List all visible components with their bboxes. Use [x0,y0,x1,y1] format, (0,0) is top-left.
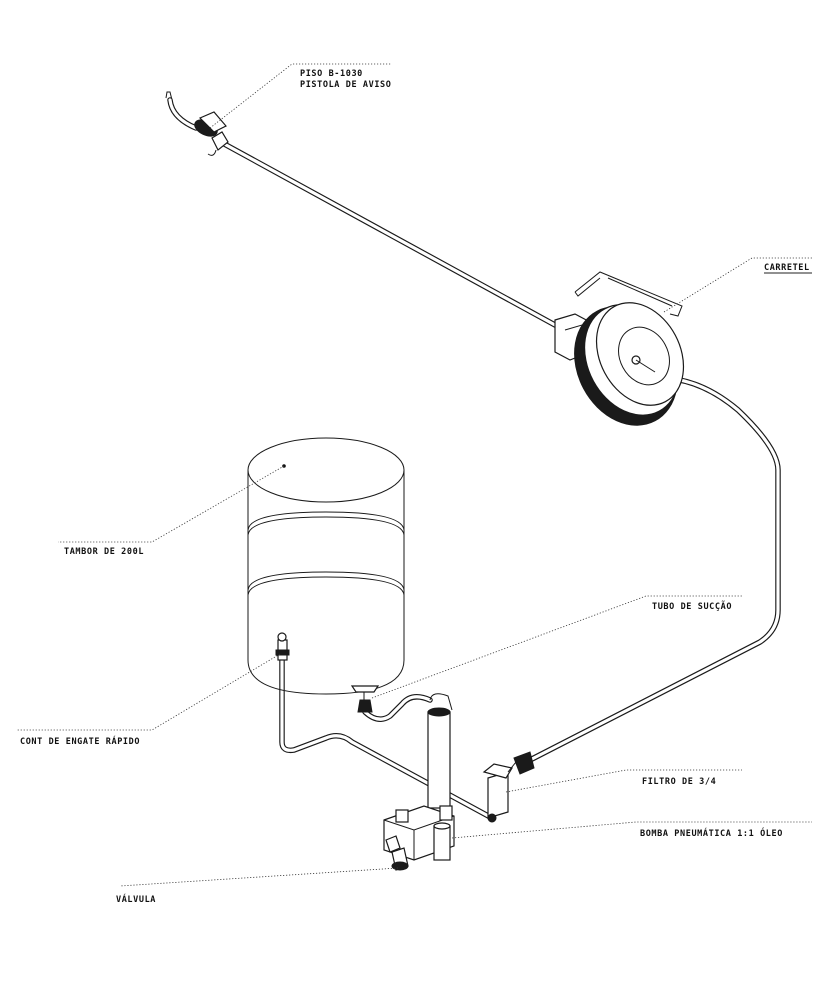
hose-reel-to-filter [527,375,781,763]
label-carretel: CARRETEL [663,257,812,313]
pipe-drum-outlet [279,657,495,821]
oil-drum-200l [247,437,405,695]
label-tubo-succao: TUBO DE SUCÇÃO [371,595,742,699]
label-pistol: PISO B-1030 PISTOLA DE AVISO [209,63,392,129]
label-valvula: VÁLVULA [116,867,399,905]
filter [482,751,535,823]
label-tambor-text: TAMBOR DE 200L [64,547,144,557]
label-tambor: TAMBOR DE 200L [58,464,286,557]
oil-gun-pistol [165,91,229,156]
hose-reel [554,271,685,426]
label-filtro-text: FILTRO DE 3/4 [642,777,716,787]
valve [391,847,409,871]
label-bomba: BOMBA PNEUMÁTICA 1:1 ÓLEO [451,821,812,839]
pipe-suction [362,694,433,722]
label-carretel-text: CARRETEL [764,263,810,273]
label-conector-text: CONT DE ENGATE RÁPIDO [20,735,140,747]
pump-column [427,693,453,809]
pneumatic-pump [383,805,455,861]
label-tubo-succao-text: TUBO DE SUCÇÃO [652,601,732,612]
label-conector: CONT DE ENGATE RÁPIDO [16,653,281,747]
hose-pistol-to-reel [214,137,558,328]
label-filtro: FILTRO DE 3/4 [505,769,742,793]
label-pistol-line2: PISTOLA DE AVISO [300,80,391,90]
label-pistol-line1: PISO B-1030 [300,69,363,79]
suction-tube [350,685,380,713]
label-valvula-text: VÁLVULA [116,893,156,905]
label-bomba-text: BOMBA PNEUMÁTICA 1:1 ÓLEO [640,827,783,839]
